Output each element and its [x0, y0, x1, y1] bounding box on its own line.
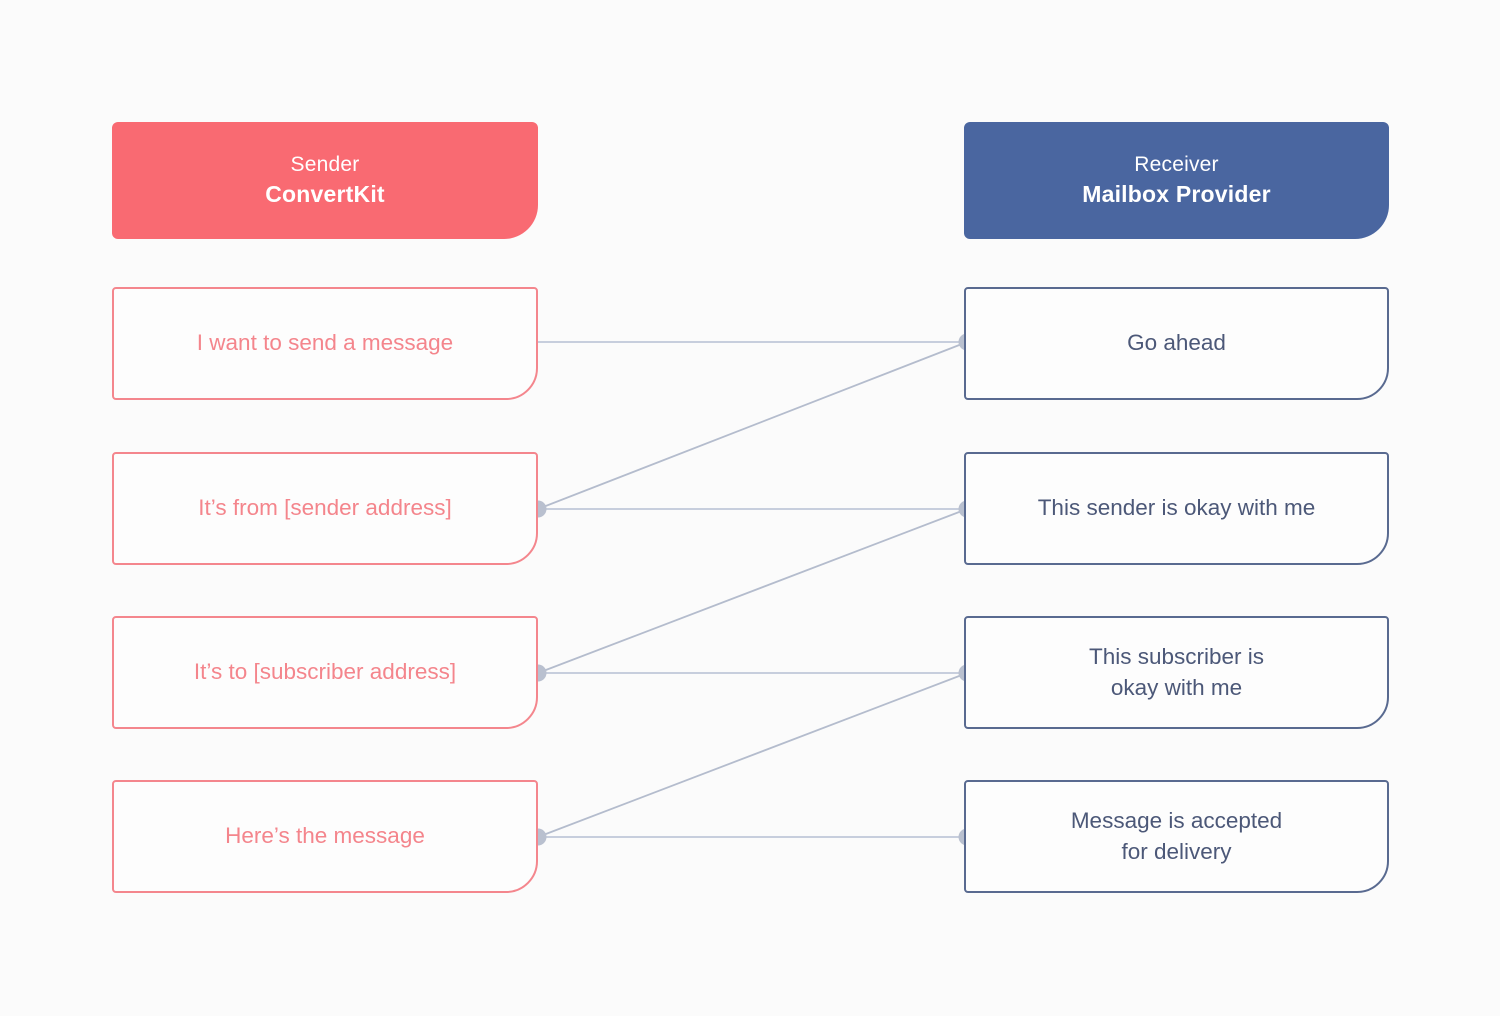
sender-message-text-2: It’s from [sender address]	[198, 495, 452, 521]
connector-diagonal-row-1-to-2	[537, 341, 968, 510]
sender-message-box-4[interactable]: Here’s the message	[112, 780, 538, 893]
sender-role-label: Sender	[290, 153, 360, 177]
receiver-message-box-1[interactable]: Go ahead	[964, 287, 1389, 400]
sender-message-text-4: Here’s the message	[225, 823, 425, 849]
sender-message-text-1: I want to send a message	[196, 330, 454, 356]
sender-message-box-1[interactable]: I want to send a message	[112, 287, 538, 400]
receiver-message-box-2[interactable]: This sender is okay with me	[964, 452, 1389, 565]
receiver-message-text-4: Message is accepted for delivery	[1070, 808, 1283, 864]
receiver-column-header: Receiver Mailbox Provider	[964, 122, 1389, 239]
sender-org-label: ConvertKit	[265, 180, 385, 207]
receiver-message-text-3: This subscriber is okay with me	[1088, 644, 1265, 700]
connector-diagonal-row-2-to-3	[537, 508, 968, 674]
receiver-message-text-2: This sender is okay with me	[1037, 495, 1316, 521]
receiver-org-label: Mailbox Provider	[1082, 180, 1271, 207]
sender-message-text-3: It’s to [subscriber address]	[193, 659, 457, 685]
sender-message-box-3[interactable]: It’s to [subscriber address]	[112, 616, 538, 729]
connector-diagonal-row-3-to-4	[537, 672, 968, 838]
receiver-message-text-1: Go ahead	[1127, 330, 1226, 356]
receiver-message-box-4[interactable]: Message is accepted for delivery	[964, 780, 1389, 893]
receiver-role-label: Receiver	[1134, 153, 1219, 177]
receiver-message-box-3[interactable]: This subscriber is okay with me	[964, 616, 1389, 729]
sender-message-box-2[interactable]: It’s from [sender address]	[112, 452, 538, 565]
sender-column-header: Sender ConvertKit	[112, 122, 538, 239]
